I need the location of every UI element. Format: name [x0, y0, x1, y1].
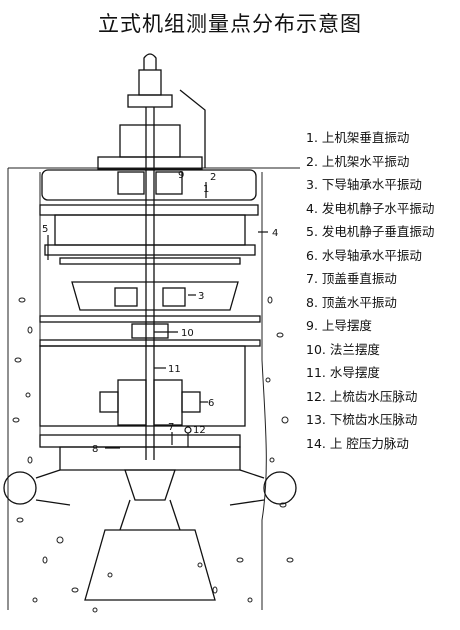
legend-item-10: 10. 法兰摆度: [306, 341, 380, 357]
turbine-runner: [3, 434, 297, 601]
lower-bracket: [39, 281, 261, 323]
point-label-3: 3: [198, 291, 204, 302]
main-shaft: [127, 53, 173, 460]
legend-item-2: 2. 上机架水平振动: [306, 153, 410, 169]
point-label-8: 8: [92, 444, 98, 455]
point-label-1: 1: [203, 184, 209, 195]
point-label-10: 10: [181, 328, 194, 339]
upper-bracket: [97, 89, 206, 195]
legend-item-13: 13. 下梳齿水压脉动: [306, 412, 418, 427]
turbine-guide-bearing: [99, 379, 201, 426]
legend-item-9: 9. 上导摆度: [306, 318, 372, 333]
point-label-9: 9: [178, 170, 184, 181]
point-label-12: 12: [193, 425, 206, 436]
point-label-7: 7: [168, 422, 174, 433]
diagram-title: 立式机组测量点分布示意图: [98, 12, 362, 36]
legend-item-3: 3. 下导轴承水平振动: [306, 177, 422, 192]
point-label-11: 11: [168, 364, 181, 375]
legend-item-12: 12. 上梳齿水压脉动: [306, 388, 418, 404]
point-label-4: 4: [272, 228, 278, 239]
legend: 1. 上机架垂直振动 2. 上机架水平振动 3. 下导轴承水平振动 4. 发电机…: [306, 126, 434, 455]
legend-item-14: 14. 上 腔压力脉动: [306, 435, 409, 451]
point-label-6: 6: [208, 398, 214, 409]
flange-and-pit: [39, 323, 261, 427]
legend-item-8: 8. 顶盖水平振动: [306, 294, 397, 310]
concrete-hatching: [7, 167, 300, 613]
legend-item-5: 5. 发电机静子垂直振动: [306, 224, 435, 239]
legend-item-4: 4. 发电机静子水平振动: [306, 200, 435, 216]
legend-item-7: 7. 顶盖垂直振动: [306, 271, 397, 286]
point-label-5: 5: [42, 224, 48, 235]
point-labels: 1 2 3 4 5 6 7 8 9 10 11 12: [42, 170, 278, 455]
legend-item-1: 1. 上机架垂直振动: [306, 130, 410, 145]
generator: [39, 169, 259, 265]
point-label-2: 2: [210, 172, 216, 183]
legend-item-11: 11. 水导摆度: [306, 365, 380, 380]
sensor-markers: [47, 182, 268, 449]
legend-item-6: 6. 水导轴承水平振动: [306, 247, 422, 263]
